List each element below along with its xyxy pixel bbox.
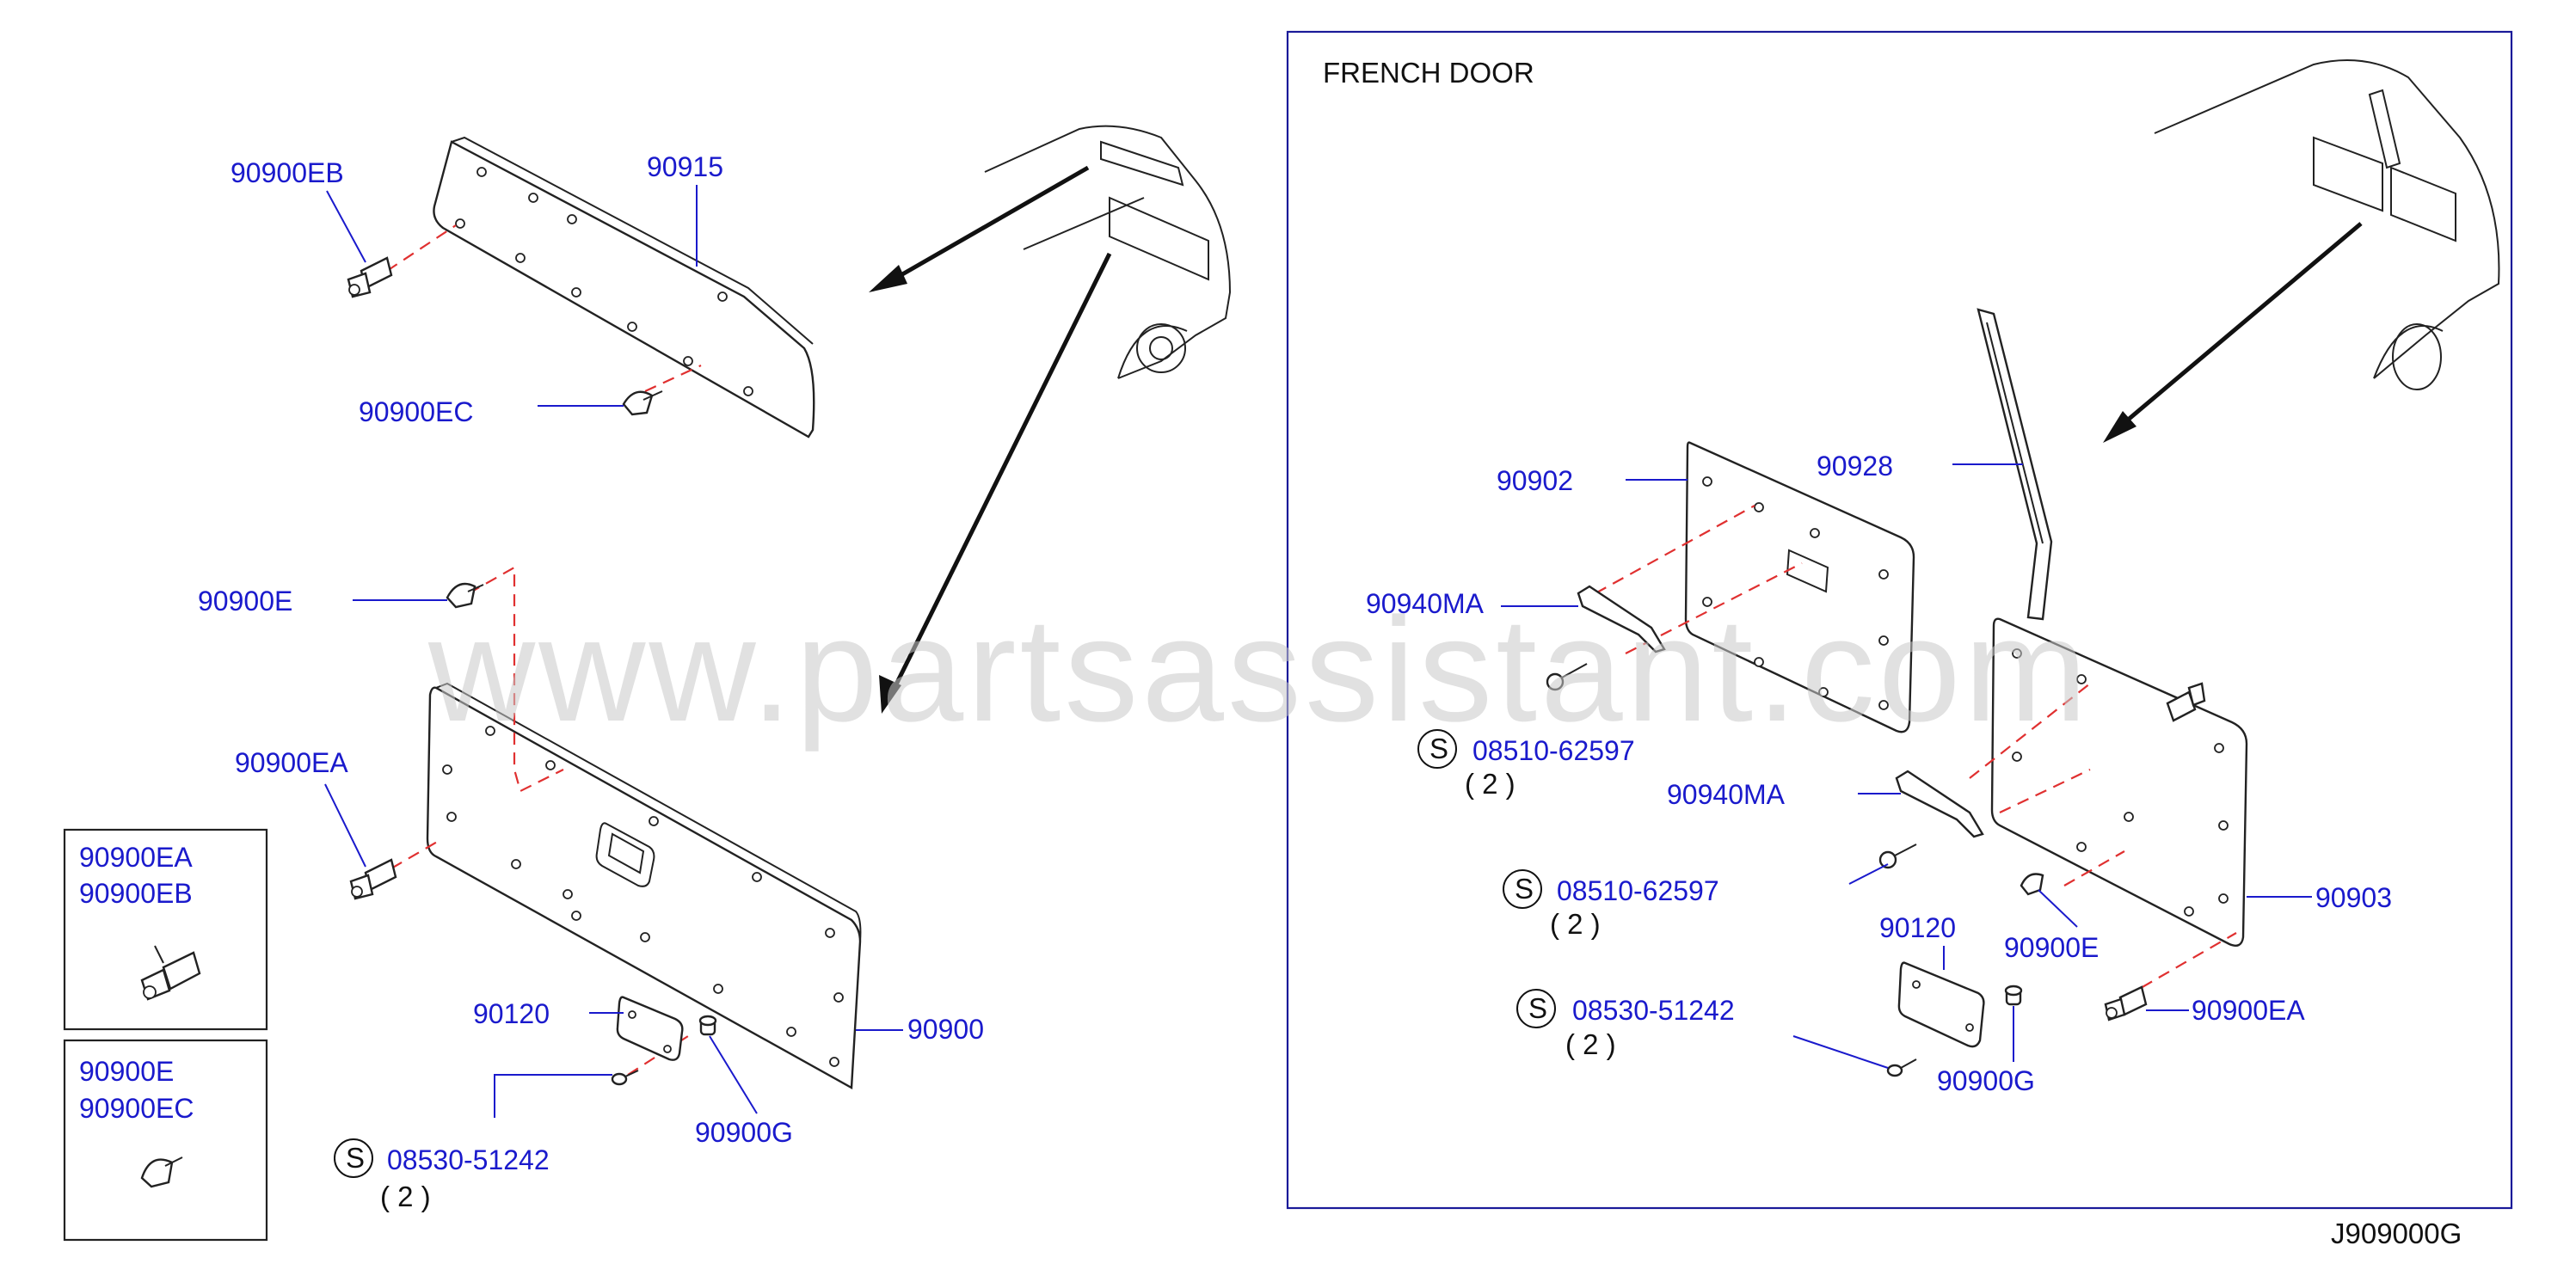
dash-guide-90900EA	[390, 840, 440, 869]
inset-clip-e-ec: 90900E 90900EC	[63, 1039, 268, 1242]
screw-08510-62597-upper-icon	[1546, 663, 1588, 691]
direction-arrows-left	[869, 165, 1112, 714]
bracket-90940MA-upper-icon	[1577, 585, 1666, 653]
s-marker-right-a	[1417, 729, 1457, 769]
pad-90120-right-icon	[1897, 961, 1985, 1048]
inset1-line2: 90900EB	[79, 878, 193, 909]
label-90900EA: 90900EA	[235, 747, 348, 778]
label-08530-51242-left: 08530-51242	[387, 1144, 550, 1175]
french-door-frame	[1286, 30, 2513, 1210]
inset1-line1: 90900EA	[79, 842, 193, 873]
label-90900E: 90900E	[198, 586, 292, 617]
s-marker-right-c	[1516, 989, 1556, 1028]
pad-90120-icon	[616, 996, 684, 1061]
grommet-90900G-right-icon	[2004, 985, 2023, 1006]
trim-panel-90900	[426, 682, 862, 1089]
screw-08530-51242-right-icon	[1886, 1058, 1917, 1077]
s-marker-right-c-letter: S	[1528, 992, 1547, 1024]
dash-guide-90903-c	[2063, 850, 2125, 886]
label-90903: 90903	[2315, 882, 2392, 913]
screw-08510-62597-lower-icon	[1878, 844, 1917, 869]
direction-arrow-right	[2114, 222, 2363, 432]
labels-left: 90900EB 90915 90900EC 90900E 90900EA 901…	[198, 151, 984, 1212]
label-90940MA-upper: 90940MA	[1366, 588, 1485, 619]
s-marker-right-b	[1503, 869, 1542, 909]
clip-90900EA-right-icon	[2104, 985, 2148, 1021]
label-90928: 90928	[1817, 451, 1893, 482]
label-90900G: 90900G	[695, 1117, 793, 1148]
dash-guide-90903-d	[2124, 932, 2237, 998]
bracket-90940MA-lower-icon	[1895, 770, 1984, 838]
label-90900EB: 90900EB	[231, 157, 344, 188]
grommet-90900G-icon	[698, 1015, 717, 1036]
screw-08530-51242-icon	[611, 1070, 639, 1086]
clip-90900E-icon	[446, 582, 484, 609]
label-90900: 90900	[907, 1014, 984, 1045]
label-08530-51242-right: 08530-51242	[1572, 995, 1735, 1026]
label-90902: 90902	[1497, 465, 1573, 496]
dash-guide-90900EC	[644, 365, 702, 392]
trim-panel-90915	[433, 136, 815, 439]
french-door-title: FRENCH DOOR	[1323, 57, 1534, 89]
dash-guide-90903-b	[1999, 769, 2091, 813]
inset-clip-ea-eb: 90900EA 90900EB	[63, 828, 268, 1031]
label-90900G-right: 90900G	[1937, 1065, 2035, 1096]
clip-90903-top-icon	[2166, 682, 2206, 722]
clip-90900EA-icon	[349, 858, 397, 900]
clip-90900EB-icon	[347, 256, 393, 298]
direction-arrowhead-right	[2103, 411, 2136, 443]
vehicle-outline-left	[984, 125, 1232, 379]
label-90120: 90120	[473, 998, 550, 1029]
label-qty-right-c: ( 2 )	[1565, 1028, 1616, 1060]
label-qty-upper: ( 2 )	[1465, 768, 1515, 800]
label-90915: 90915	[647, 151, 723, 182]
s-marker-left	[334, 1138, 373, 1178]
label-08510-62597-upper: 08510-62597	[1472, 735, 1635, 766]
dash-guide-90902-b	[1625, 562, 1803, 654]
watermark-text: www.partsassistant.com	[427, 587, 2091, 752]
trim-panel-90902	[1684, 441, 1915, 733]
dash-guide-90902-a	[1595, 505, 1755, 594]
label-90900E-right: 90900E	[2004, 932, 2099, 963]
label-90940MA-lower: 90940MA	[1667, 779, 1786, 810]
dash-guide-90903-a	[1969, 683, 2091, 779]
diagram-code: J909000G	[2331, 1218, 2462, 1249]
labels-right: 90902 90928 90940MA S 08510-62597 ( 2 ) …	[1366, 451, 2392, 1096]
clip-90900EC-icon	[622, 390, 663, 416]
label-90120-right: 90120	[1879, 912, 1956, 943]
label-qty-left: ( 2 )	[380, 1181, 431, 1212]
inset2-line2: 90900EC	[79, 1093, 194, 1124]
weatherstrip-90928	[1977, 308, 2053, 621]
label-qty-lower: ( 2 )	[1550, 908, 1601, 940]
s-marker-right-b-letter: S	[1515, 873, 1534, 905]
label-90900EC: 90900EC	[359, 396, 473, 427]
s-marker-right-a-letter: S	[1429, 733, 1448, 764]
vehicle-outline-right	[2154, 59, 2500, 390]
clip-90900E-right-icon	[2020, 873, 2044, 896]
label-08510-62597-lower: 08510-62597	[1557, 875, 1719, 906]
label-90900EA-right: 90900EA	[2192, 995, 2305, 1026]
inset2-line1: 90900E	[79, 1056, 174, 1087]
dash-guide-90900EB	[386, 224, 457, 272]
s-marker-left-letter: S	[346, 1142, 365, 1174]
